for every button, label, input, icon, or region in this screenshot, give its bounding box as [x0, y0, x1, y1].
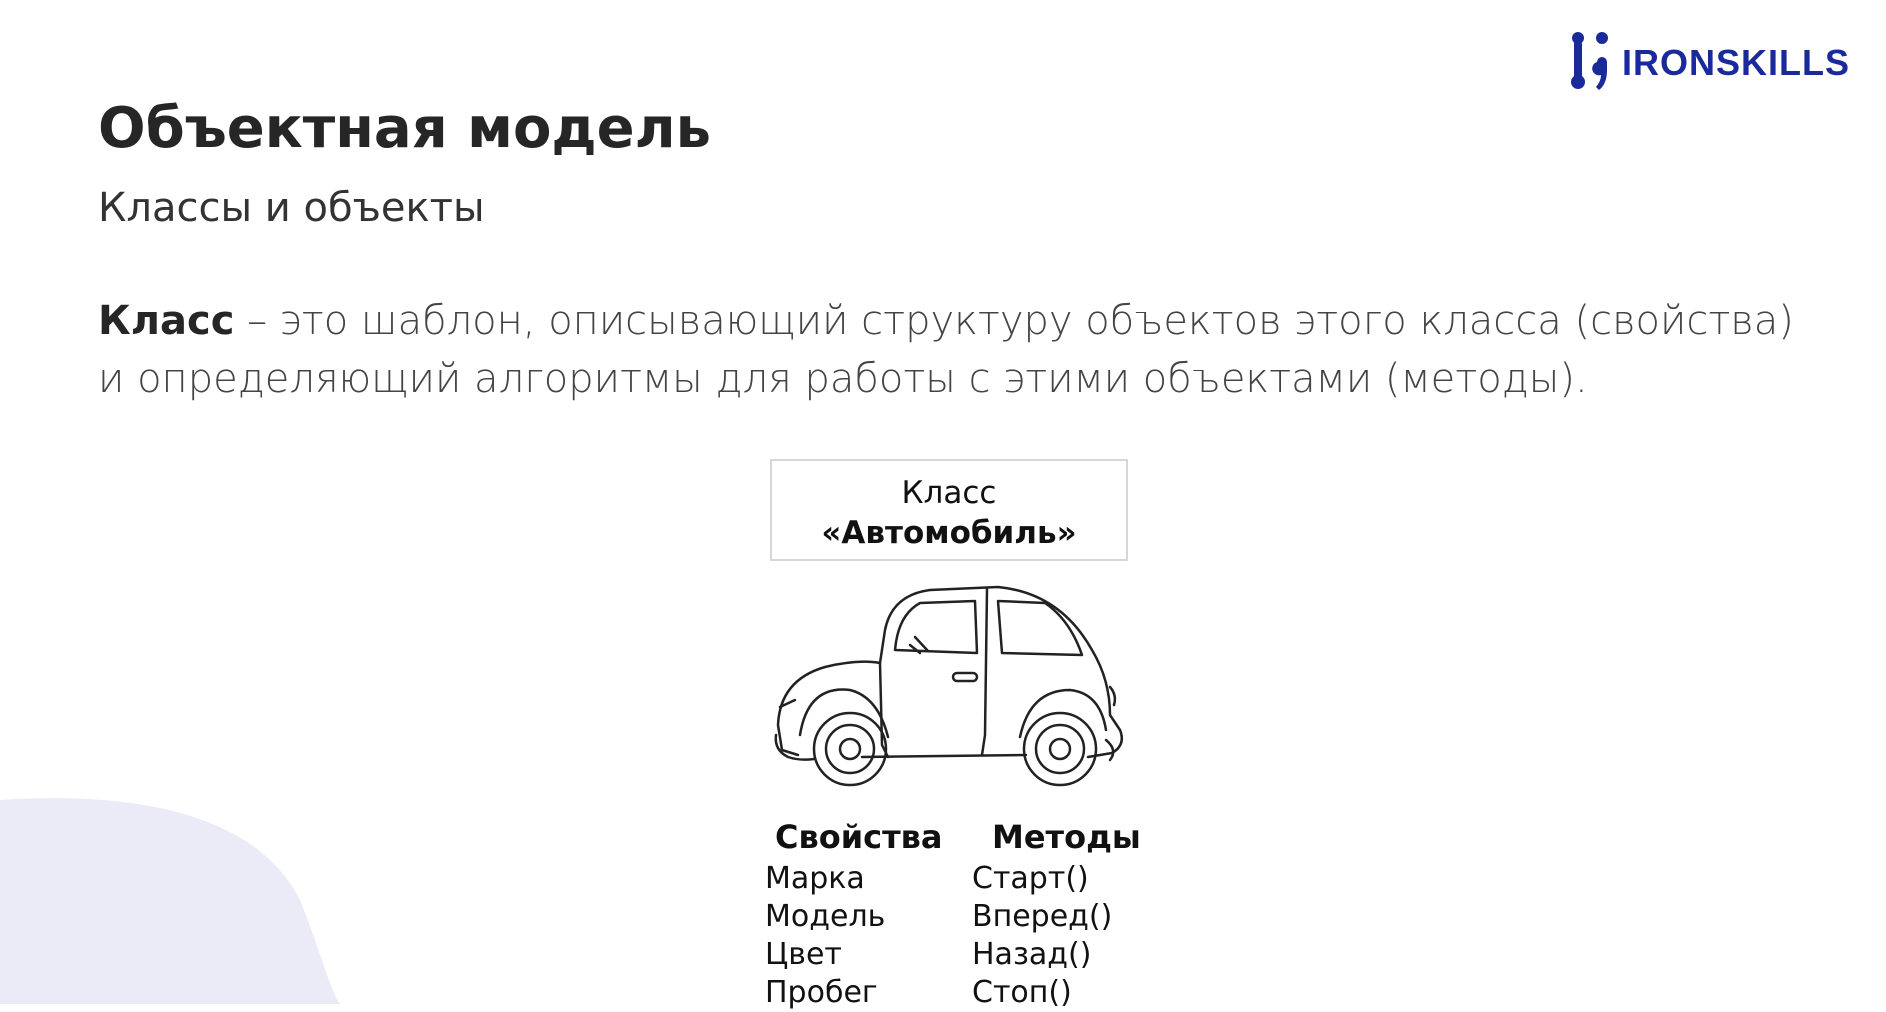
ironskills-logo-icon	[1571, 32, 1608, 90]
property-item: Модель	[765, 899, 886, 934]
definition-line2: и определяющий алгоритмы для работы с эт…	[98, 356, 1588, 402]
car-icon	[774, 585, 1123, 787]
method-item: Стоп()	[972, 975, 1072, 1010]
property-item: Пробег	[765, 975, 878, 1010]
page-title: Объектная модель	[98, 96, 712, 161]
method-item: Вперед()	[972, 899, 1113, 934]
properties-column: Свойства Марка Модель Цвет Пробег	[765, 818, 943, 1012]
definition-term: Класс	[98, 298, 235, 344]
class-box: Класс «Автомобиль»	[770, 459, 1128, 561]
property-item: Марка	[765, 861, 865, 896]
class-name: «Автомобиль»	[821, 515, 1077, 551]
method-item: Старт()	[972, 861, 1089, 896]
methods-column: Методы Старт() Вперед() Назад() Стоп()	[972, 818, 1141, 1012]
page-subtitle: Классы и объекты	[98, 185, 485, 231]
ironskills-logo: IRONSKILLS	[1566, 30, 1871, 96]
methods-header: Методы	[992, 818, 1141, 856]
property-item: Цвет	[765, 937, 842, 972]
ironskills-wordmark: IRONSKILLS	[1622, 42, 1851, 83]
class-label: Класс	[901, 475, 997, 511]
properties-header: Свойства	[775, 818, 943, 856]
method-item: Назад()	[972, 937, 1092, 972]
definition-line1: – это шаблон, описывающий структуру объе…	[234, 298, 1794, 344]
class-definition: Класс – это шаблон, описывающий структур…	[98, 292, 1858, 408]
